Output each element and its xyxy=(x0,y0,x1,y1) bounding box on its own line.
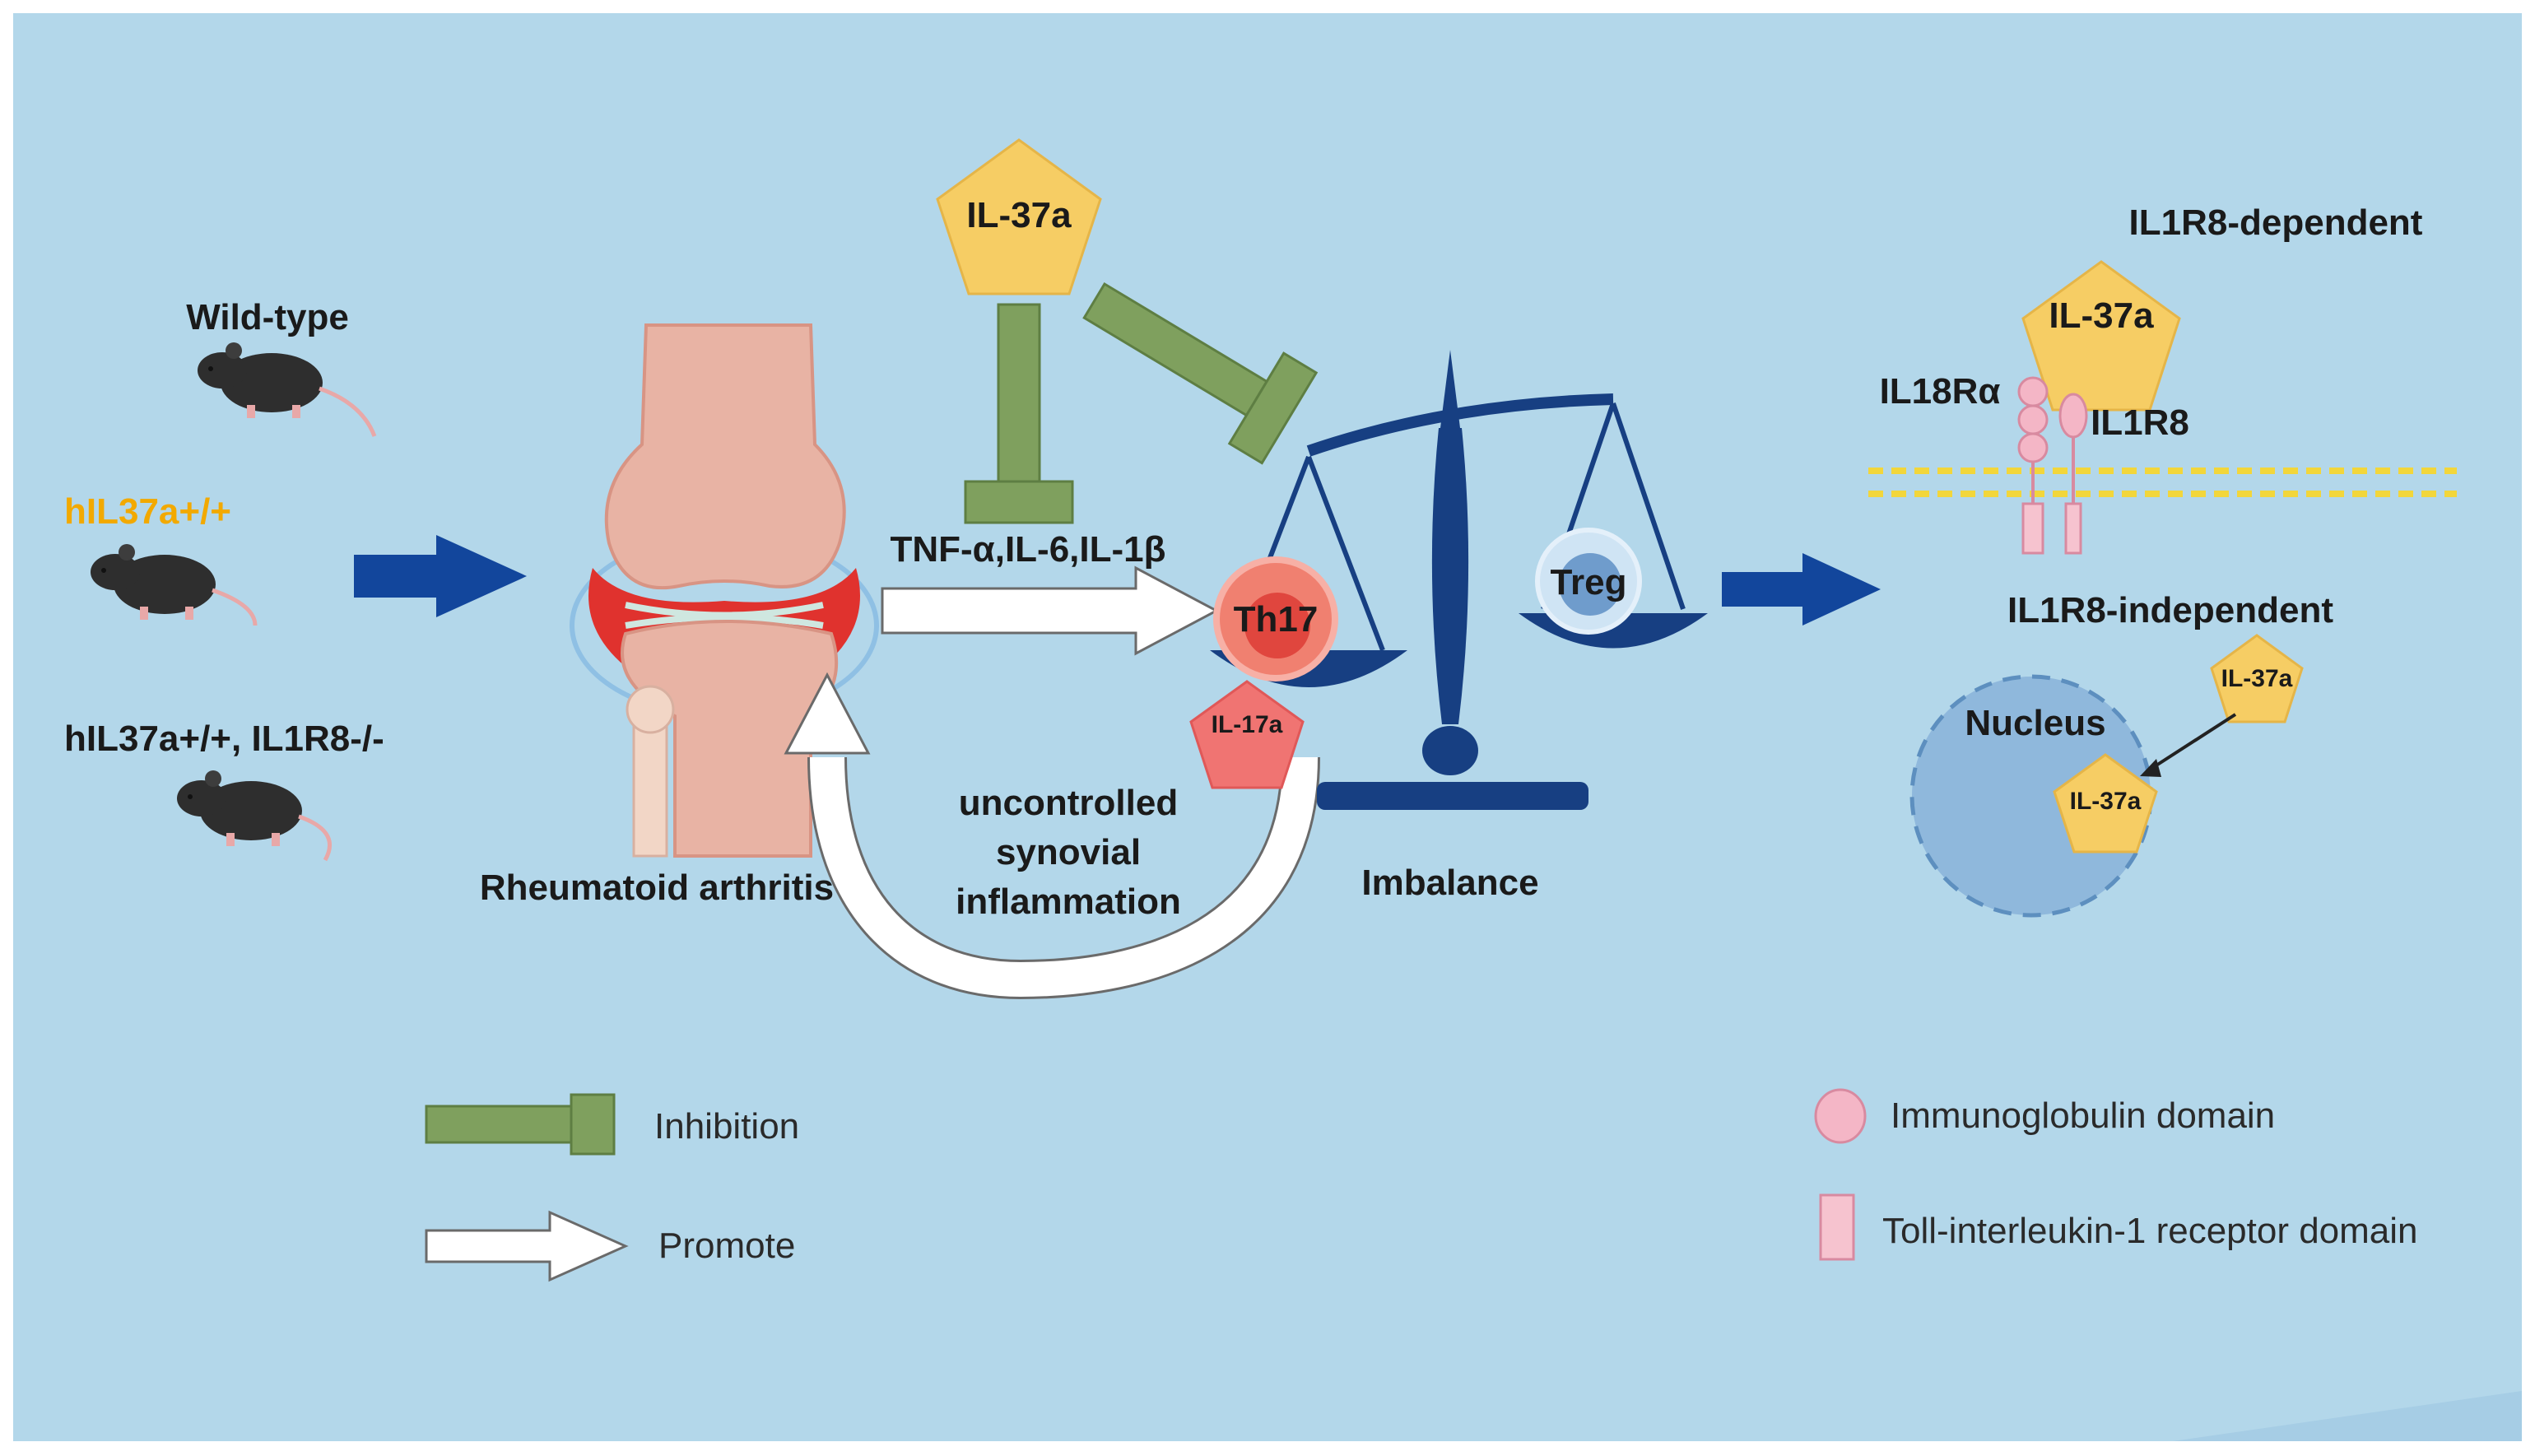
il1r8-dependent-label: IL1R8-dependent xyxy=(2129,202,2423,243)
il37a-cytoplasm-label: IL-37a xyxy=(2221,665,2293,692)
feedback-label-line-1: uncontrolled xyxy=(959,783,1178,823)
legend-promote-symbol xyxy=(425,1210,629,1282)
legend-tir-domain-label: Toll-interleukin-1 receptor domain xyxy=(1882,1211,2418,1251)
il37a-nuclear-pentagon xyxy=(2053,753,2158,854)
legend-ig-domain-symbol xyxy=(1814,1088,1867,1144)
il37a-bound-pentagon xyxy=(2021,260,2181,412)
legend-inhibition-symbol xyxy=(425,1093,616,1156)
th17-cell xyxy=(1213,556,1338,681)
il37a-bound-label: IL-37a xyxy=(2049,295,2154,336)
legend-promote-label: Promote xyxy=(658,1226,795,1266)
il37a-cytoplasm-pentagon xyxy=(2210,634,2304,723)
feedback-label-line-3: inflammation xyxy=(956,882,1181,922)
cytokines-label: TNF-α,IL-6,IL-1β xyxy=(891,529,1166,570)
translocation-arrow xyxy=(2148,713,2237,771)
il18ra-receptor xyxy=(2017,376,2049,555)
il1r8-receptor xyxy=(2058,393,2088,555)
il18ra-label: IL18Rα xyxy=(1880,371,2001,412)
arrow-balance-to-mechanisms xyxy=(1722,553,1881,626)
il17a-pentagon xyxy=(1189,680,1305,789)
legend-inhibition-label: Inhibition xyxy=(654,1106,799,1147)
il37a-pentagon xyxy=(936,138,1102,295)
feedback-loop-arrow xyxy=(784,672,1320,1000)
nucleus-label: Nucleus xyxy=(1965,703,2105,743)
th17-label: Th17 xyxy=(1234,599,1319,640)
corner-shading xyxy=(2173,1391,2522,1441)
imbalance-label: Imbalance xyxy=(1361,863,1538,903)
il37a-nuclear-label: IL-37a xyxy=(2070,788,2142,815)
inhibition-symbol-to-cytokines xyxy=(964,303,1074,524)
mouse-hil37a-il1r8-ko-icon xyxy=(177,770,333,862)
legend-ig-domain-label: Immunoglobulin domain xyxy=(1891,1095,2275,1136)
feedback-label-line-2: synovial xyxy=(996,832,1141,872)
mouse-wild-type-icon xyxy=(198,342,377,437)
inhibition-symbol-to-balance xyxy=(1082,281,1319,465)
arrow-mice-to-joint xyxy=(354,535,527,617)
il1r8-label: IL1R8 xyxy=(2091,402,2189,443)
treg-label: Treg xyxy=(1551,562,1627,602)
mouse-hil37a-icon xyxy=(91,544,258,626)
il1r8-independent-label: IL1R8-independent xyxy=(2007,590,2333,630)
mouse-label-hil37a: hIL37a+/+ xyxy=(64,491,231,532)
promote-arrow-cytokines-to-th17 xyxy=(881,565,1220,656)
il17a-label: IL-17a xyxy=(1212,711,1283,738)
legend-tir-domain-symbol xyxy=(1819,1193,1855,1261)
cell-membrane xyxy=(1868,468,2457,497)
treg-cell xyxy=(1535,528,1642,635)
joint-label: Rheumatoid arthritis xyxy=(480,868,834,908)
il37a-label: IL-37a xyxy=(966,195,1072,235)
mouse-label-wild-type: Wild-type xyxy=(186,297,349,337)
translocation-arrowhead xyxy=(2140,759,2161,777)
knee-joint-illustration xyxy=(570,323,879,858)
mouse-label-hil37a-il1r8-ko: hIL37a+/+, IL1R8-/- xyxy=(64,719,384,759)
